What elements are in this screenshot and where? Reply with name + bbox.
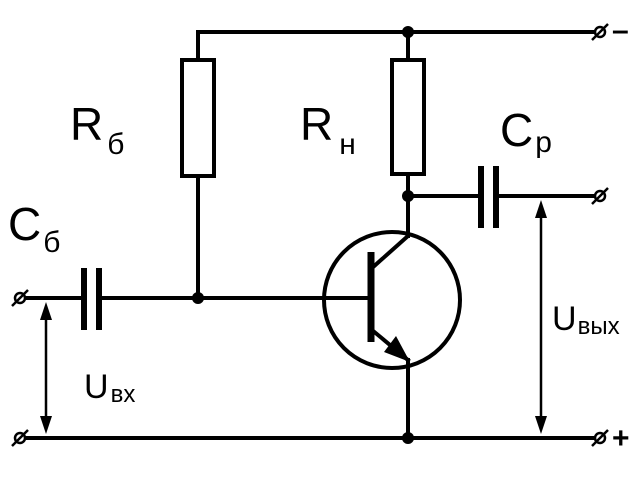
label-uin: Uвх bbox=[84, 368, 135, 408]
capacitor-cb bbox=[81, 268, 102, 330]
junction-base bbox=[192, 292, 204, 304]
junction-top-rn bbox=[402, 26, 414, 38]
label-uout: Uвых bbox=[552, 300, 620, 340]
wires bbox=[18, 30, 600, 440]
terminal-input bbox=[11, 289, 29, 307]
transistor bbox=[322, 230, 462, 370]
label-cb: Cб bbox=[8, 198, 60, 259]
transistor-body bbox=[322, 230, 462, 370]
junction-emitter-ground bbox=[402, 432, 414, 444]
resistor-rb bbox=[180, 58, 216, 178]
terminals bbox=[11, 23, 609, 447]
label-cp: Cр bbox=[500, 104, 552, 159]
terminal-top-right bbox=[591, 23, 609, 41]
terminal-bottom-right bbox=[591, 429, 609, 447]
terminal-bottom-left bbox=[11, 429, 29, 447]
label-plus: + bbox=[612, 422, 630, 455]
label-minus: – bbox=[612, 14, 629, 47]
transistor-collector bbox=[369, 233, 411, 271]
terminal-output bbox=[591, 187, 609, 205]
input-voltage-arrow bbox=[40, 302, 52, 434]
junctions bbox=[192, 26, 414, 444]
capacitor-cp bbox=[478, 166, 499, 228]
junction-collector bbox=[402, 190, 414, 202]
resistor-rn bbox=[390, 58, 426, 176]
emitter-arrow bbox=[384, 336, 410, 362]
output-voltage-arrow bbox=[535, 200, 547, 434]
